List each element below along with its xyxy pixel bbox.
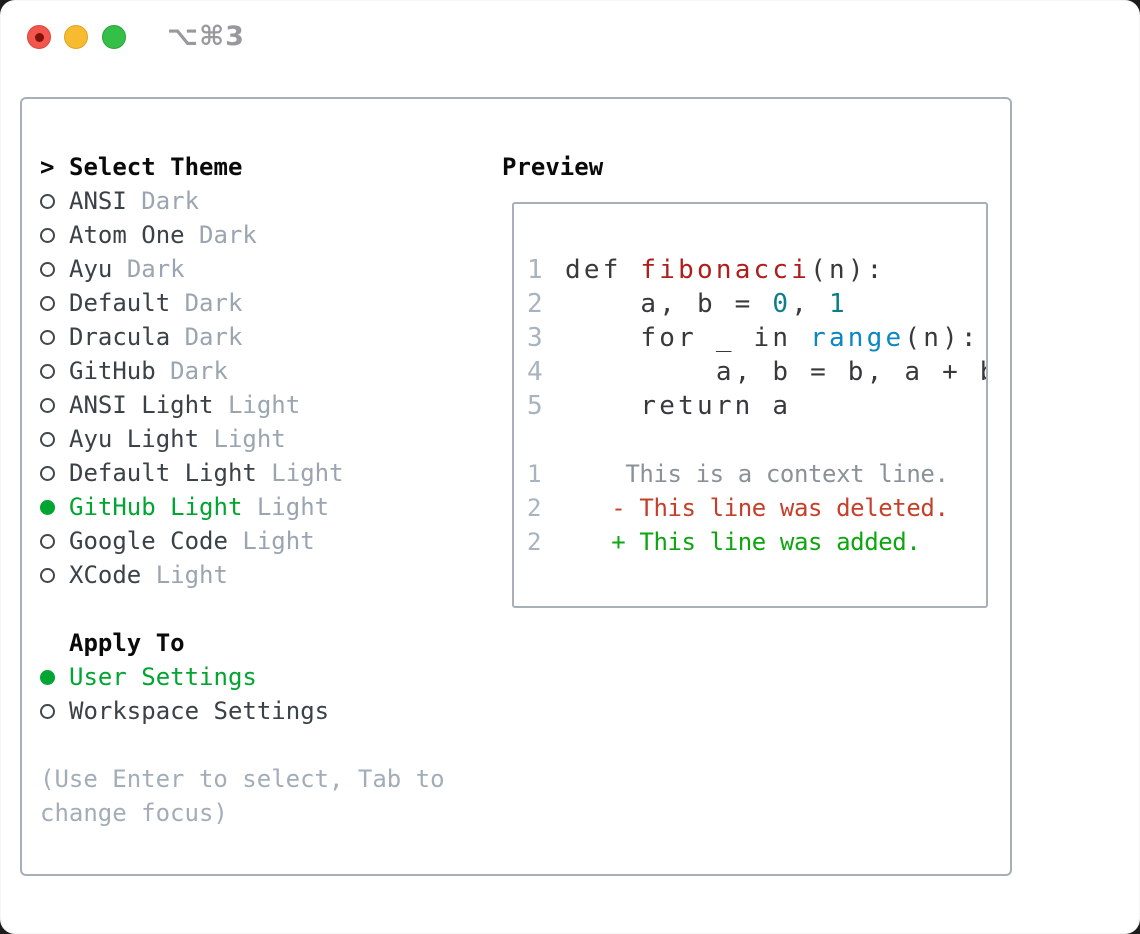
radio-icon <box>40 703 55 719</box>
theme-option-label: Google Code Light <box>69 527 315 555</box>
radio-icon <box>40 261 55 277</box>
theme-option-label: Ayu Dark <box>69 255 185 283</box>
diff-line-deleted: 2 - This line was deleted. <box>527 494 949 522</box>
radio-icon <box>40 431 55 447</box>
zoom-button[interactable] <box>102 25 126 49</box>
line-number: 1 <box>527 255 543 285</box>
theme-option-ansi-light[interactable]: ANSI Light Light <box>40 388 470 422</box>
theme-option-label: Atom One Dark <box>69 221 257 249</box>
theme-option-label: ANSI Dark <box>69 187 200 215</box>
line-number: 2 <box>527 494 542 522</box>
code-line: 2 a, b = 0, 1 <box>527 289 848 319</box>
apply-option-workspace-settings[interactable]: Workspace Settings <box>40 694 470 728</box>
line-number: 4 <box>527 357 543 387</box>
theme-option-label: Dracula Dark <box>69 323 243 351</box>
radio-selected-icon <box>40 669 55 685</box>
apply-option-user-settings[interactable]: User Settings <box>40 660 470 694</box>
theme-list-title: Select Theme <box>69 153 243 181</box>
minimize-button[interactable] <box>64 25 88 49</box>
theme-option-ansi[interactable]: ANSI Dark <box>40 184 470 218</box>
radio-icon <box>40 533 55 549</box>
line-number: 2 <box>527 289 543 319</box>
theme-option-default-light[interactable]: Default Light Light <box>40 456 470 490</box>
diff-line-context: 1 This is a context line. <box>527 460 949 488</box>
line-number: 2 <box>527 528 542 556</box>
apply-option-label: Workspace Settings <box>69 697 330 725</box>
theme-option-label: XCode Light <box>69 561 228 589</box>
theme-option-xcode[interactable]: XCode Light <box>40 558 470 592</box>
spacer <box>40 592 470 626</box>
keyboard-hint: (Use Enter to select, Tab to change focu… <box>40 765 445 827</box>
diff-line-added: 2 + This line was added. <box>527 528 921 556</box>
theme-option-label: GitHub Dark <box>69 357 228 385</box>
theme-option-ayu-light[interactable]: Ayu Light Light <box>40 422 470 456</box>
theme-option-ayu[interactable]: Ayu Dark <box>40 252 470 286</box>
theme-option-label: Default Light Light <box>69 459 344 487</box>
radio-icon <box>40 363 55 379</box>
spacer <box>40 728 470 762</box>
spacer <box>527 423 986 457</box>
close-button[interactable] <box>27 25 51 49</box>
line-number: 5 <box>527 391 543 421</box>
preview-title: Preview <box>502 153 604 181</box>
code-line: 4 a, b = b, a + b <box>527 357 988 387</box>
radio-icon <box>40 329 55 345</box>
theme-option-github-light[interactable]: GitHub Light Light <box>40 490 470 524</box>
apply-to-header-row: Apply To <box>40 626 470 660</box>
radio-icon <box>40 397 55 413</box>
theme-option-google-code[interactable]: Google Code Light <box>40 524 470 558</box>
diff-sample: 1 This is a context line. 2 - This line w… <box>527 457 986 559</box>
theme-option-dracula[interactable]: Dracula Dark <box>40 320 470 354</box>
focus-caret-icon: > <box>40 153 55 181</box>
theme-option-label: Ayu Light Light <box>69 425 286 453</box>
code-line: 3 for _ in range(n): <box>527 323 980 353</box>
code-line: 5 return a <box>527 391 792 421</box>
theme-option-atom-one[interactable]: Atom One Dark <box>40 218 470 252</box>
theme-option-github[interactable]: GitHub Dark <box>40 354 470 388</box>
line-number: 1 <box>527 460 542 488</box>
line-number: 3 <box>527 323 543 353</box>
theme-option-label: GitHub Light Light <box>69 493 330 521</box>
radio-icon <box>40 227 55 243</box>
theme-list-header-row: > Select Theme <box>40 150 470 184</box>
radio-icon <box>40 465 55 481</box>
radio-selected-icon <box>40 499 55 515</box>
theme-option-default[interactable]: Default Dark <box>40 286 470 320</box>
apply-option-label: User Settings <box>69 663 257 691</box>
theme-option-label: Default Dark <box>69 289 243 317</box>
apply-to-title: Apply To <box>69 629 185 657</box>
window-shortcut-label: ⌥⌘3 <box>167 21 245 52</box>
radio-icon <box>40 295 55 311</box>
radio-icon <box>40 567 55 583</box>
theme-option-label: ANSI Light Light <box>69 391 301 419</box>
radio-icon <box>40 193 55 209</box>
